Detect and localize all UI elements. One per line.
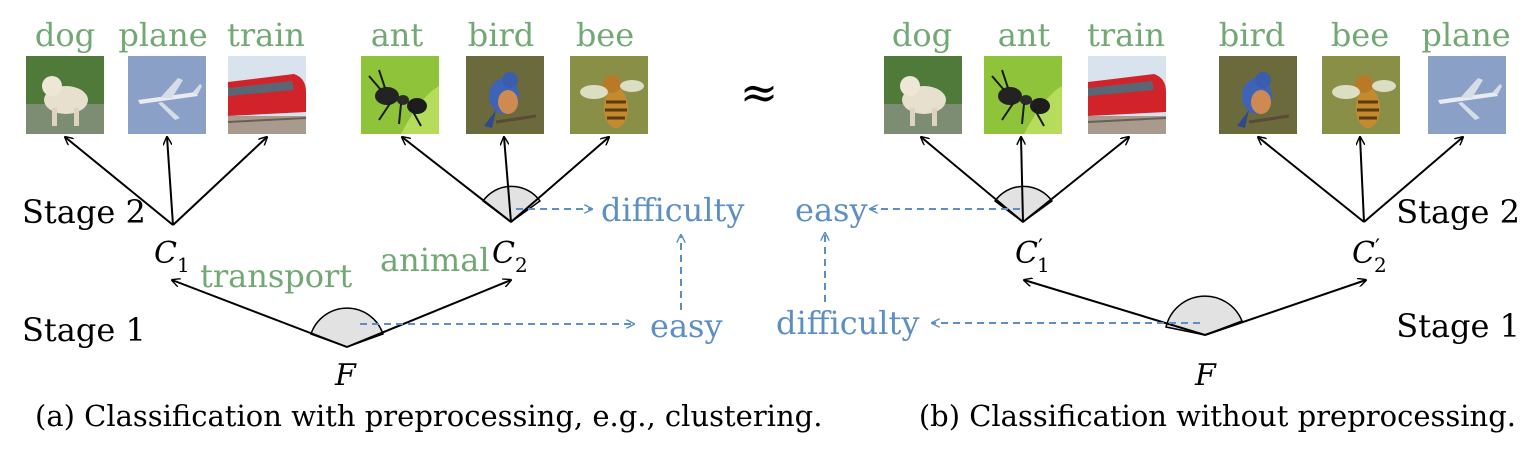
stage2-label: Stage 2 (1396, 193, 1520, 231)
difficulty-label: difficulty (776, 304, 919, 342)
node-c1-prime: C′1 (1015, 236, 1050, 277)
bee-image (570, 56, 648, 134)
node-c2-prime: C′2 (1352, 236, 1387, 277)
class-label-train: train (227, 16, 305, 54)
arrow-c1-ant (1021, 137, 1023, 223)
arrow-c1-train (172, 137, 267, 226)
stage1-label: Stage 1 (22, 311, 146, 349)
plane-image (1428, 56, 1506, 134)
arrow-c2-bee (510, 137, 609, 223)
arrow-f-c1 (172, 280, 348, 348)
arrow-f-c1 (1024, 280, 1206, 336)
class-label-bird: bird (1219, 16, 1286, 54)
node-f: F (334, 358, 357, 393)
difficulty-label: difficulty (601, 191, 744, 229)
angle-wedge-f (1165, 295, 1243, 336)
arrow-c2-bird (504, 137, 512, 223)
class-label-plane: plane (1421, 16, 1510, 54)
arrow-c2-plane (1363, 137, 1463, 223)
plane-image (128, 56, 206, 134)
train-image (1087, 56, 1167, 134)
arrow-c2-ant (402, 137, 512, 223)
arrow-c1-dog (65, 137, 174, 226)
arrow-f-c2 (1204, 280, 1366, 336)
angle-wedge-c2 (481, 185, 542, 223)
class-label-bee: bee (576, 16, 634, 54)
ant-image (984, 56, 1062, 134)
bird-image (466, 56, 544, 134)
cluster-label-animal: animal (380, 241, 490, 279)
node-c2: C2 (492, 236, 528, 277)
node-f: F (1194, 358, 1217, 393)
dog-image (26, 56, 104, 134)
train-image (227, 56, 307, 134)
arrow-c1-train (1022, 137, 1129, 223)
class-label-plane: plane (118, 16, 207, 54)
arrow-c1-dog (921, 137, 1024, 223)
caption-a: (a) Classification with preprocessing, e… (35, 399, 822, 433)
caption-b: (b) Classification without preprocessing… (919, 399, 1516, 433)
dog-image (884, 56, 962, 134)
bee-image (1322, 56, 1400, 134)
class-label-ant: ant (998, 16, 1051, 54)
right-panel: dog ant train bird bee plane (776, 16, 1520, 433)
stage2-label: Stage 2 (22, 193, 146, 231)
node-c1: C1 (154, 236, 190, 277)
class-label-ant: ant (371, 16, 424, 54)
bird-image (1219, 56, 1297, 134)
class-label-dog: dog (35, 16, 95, 54)
class-label-bee: bee (1331, 16, 1389, 54)
class-label-bird: bird (468, 16, 535, 54)
easy-label: easy (650, 307, 723, 345)
left-panel: dog plane train ant bird bee (22, 16, 822, 433)
approx-symbol: ≈ (740, 65, 779, 119)
arrow-f-c2 (346, 280, 511, 348)
cluster-label-transport: transport (200, 257, 352, 295)
angle-wedge-f (310, 307, 384, 348)
easy-label: easy (795, 191, 868, 229)
arrow-c1-plane (167, 137, 174, 226)
class-label-dog: dog (892, 16, 952, 54)
arrow-c2-bee (1360, 137, 1365, 223)
arrow-c2-bird (1258, 137, 1365, 223)
class-label-train: train (1087, 16, 1165, 54)
stage1-label: Stage 1 (1396, 307, 1520, 345)
ant-image (361, 56, 439, 134)
